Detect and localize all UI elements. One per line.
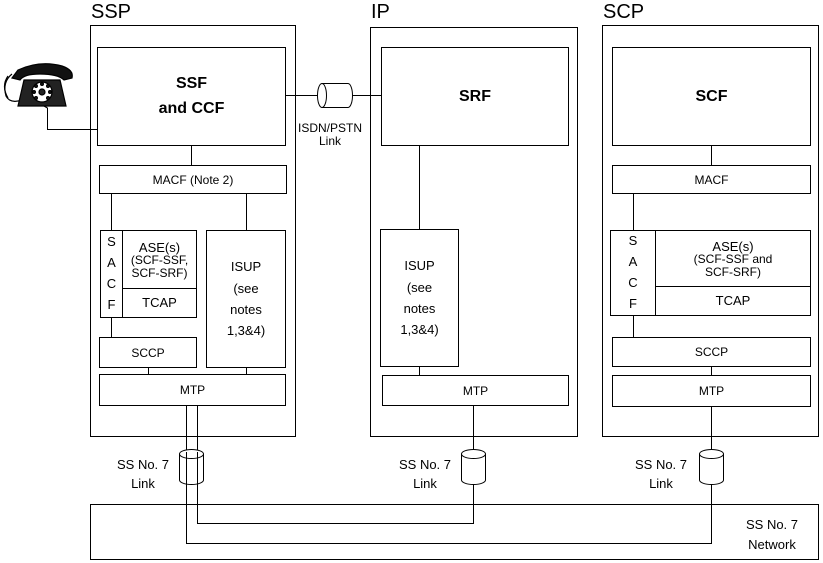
ssp-sacf-box	[100, 230, 197, 318]
ip-ss7-link-cylinder-icon	[461, 449, 486, 485]
link-text: Link	[649, 476, 673, 491]
ssp-isup-label: ISUP (see notes 1,3&4)	[207, 231, 285, 367]
ssp-ss7-link-cylinder-icon	[179, 449, 204, 485]
ssp-ssf-box	[97, 47, 286, 146]
ase-detail: SCF-SRF)	[131, 265, 188, 280]
ssp-ase-label: ASE(s) (SCF-SSF, SCF-SRF)	[123, 233, 196, 287]
isdn-link-cylinder-icon	[317, 83, 353, 108]
link-text: Link	[131, 476, 155, 491]
ssp-sccp-box	[99, 337, 197, 368]
ss7-text: SS No. 7	[398, 456, 452, 472]
ss7-text: SS No. 7	[116, 456, 170, 472]
ssf-label: SSF	[175, 75, 208, 93]
scp-ss7-link-cylinder-icon	[699, 449, 724, 485]
ssp-sccp-label: SCCP	[131, 345, 165, 360]
ase-title: ASE(s)	[712, 238, 754, 254]
ssp-ss7-link-label: SS No. 7 Link	[108, 454, 178, 494]
ip-mtp-box	[382, 375, 569, 406]
isdn-pstn-text: ISDN/PSTN	[297, 121, 362, 136]
isup-line: 1,3&4)	[400, 322, 439, 338]
ssp-node-title: SSP	[91, 1, 132, 23]
ip-isup-label: ISUP (see notes 1,3&4)	[381, 230, 458, 366]
ss7-text: SS No. 7	[745, 516, 799, 532]
ip-srf-label: SRF	[459, 87, 491, 105]
ip-isup-box	[380, 229, 459, 367]
ip-mtp-label: MTP	[462, 383, 489, 398]
sacf-letter: C	[106, 276, 117, 291]
scp-macf-box	[612, 165, 811, 194]
ssp-mtp-label: MTP	[179, 383, 206, 398]
ccf-label: and CCF	[158, 100, 225, 117]
sacf-letter: A	[628, 254, 638, 270]
isup-line: notes	[230, 302, 262, 317]
scp-sacf-box	[610, 230, 811, 316]
ssp-macf-box	[99, 165, 287, 194]
ss7-text: SS No. 7	[634, 456, 688, 472]
ase-detail: (SCF-SSF,	[130, 253, 189, 268]
ssp-sacf-label: S A C F	[101, 231, 122, 317]
scp-scf-label: SCF	[695, 87, 728, 105]
scp-mtp-label: MTP	[698, 384, 725, 399]
scp-sccp-label: SCCP	[694, 345, 729, 360]
isup-line: ISUP	[404, 258, 435, 274]
network-text: Network	[748, 537, 796, 552]
ase-detail: SCF-SRF)	[705, 264, 761, 279]
ssp-macf-label: MACF (Note 2)	[152, 172, 234, 187]
ssp-isup-box	[206, 230, 286, 368]
ip-node-title: IP	[371, 1, 390, 23]
sacf-letter: F	[107, 296, 116, 312]
isup-line: ISUP	[230, 259, 262, 275]
sacf-letter: S	[107, 234, 116, 250]
ss7-network-label: SS No. 7 Network	[736, 514, 808, 556]
ase-title: ASE(s)	[138, 239, 181, 255]
telephone-icon	[3, 63, 73, 109]
ssp-tcap-label: TCAP	[142, 295, 177, 311]
ase-detail: (SCF-SSF and	[693, 252, 773, 267]
ip-ss7-link-label: SS No. 7 Link	[390, 454, 460, 494]
network-frame	[90, 504, 819, 560]
isup-line: notes	[403, 301, 436, 316]
link-text: Link	[413, 476, 437, 491]
scp-node-title: SCP	[603, 1, 645, 23]
scp-mtp-box	[612, 375, 811, 407]
scp-scf-box	[612, 47, 811, 146]
ssp-frame	[90, 25, 296, 437]
isup-line: 1,3&4)	[226, 323, 266, 339]
link-text: Link	[318, 134, 341, 148]
ssp-mtp-box	[99, 374, 286, 406]
scp-tcap-label: TCAP	[715, 293, 751, 309]
ssp-ssf-ccf-label: SSF and CCF	[98, 48, 285, 146]
sacf-letter: F	[629, 295, 637, 311]
sacf-letter: C	[628, 275, 638, 290]
scp-macf-label: MACF	[694, 172, 729, 187]
scp-sccp-box	[612, 337, 811, 367]
ip-srf-box	[381, 47, 569, 146]
scp-ss7-link-label: SS No. 7 Link	[626, 454, 696, 494]
scp-ase-label: ASE(s) (SCF-SSF and SCF-SRF)	[656, 233, 810, 285]
isup-line: (see	[406, 279, 433, 295]
isdn-pstn-link-label: ISDN/PSTN Link	[296, 118, 364, 152]
scp-frame	[602, 25, 819, 437]
sacf-letter: A	[107, 255, 116, 271]
sacf-letter: S	[628, 233, 638, 249]
isup-line: (see	[233, 280, 259, 296]
scp-sacf-label: S A C F	[611, 231, 655, 315]
